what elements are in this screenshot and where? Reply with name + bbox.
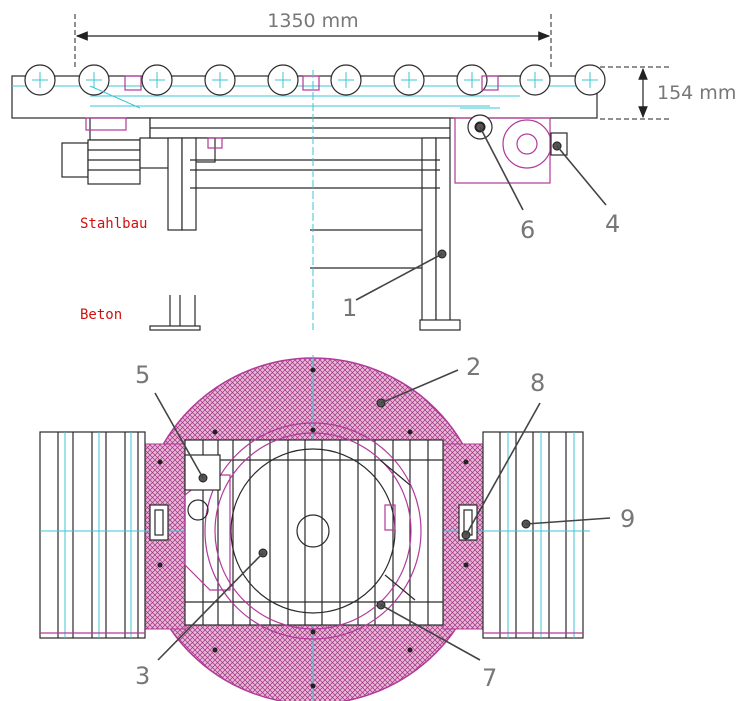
mounting-points (157, 367, 469, 689)
top-view: 5 2 8 9 3 7 (39, 353, 635, 701)
svg-text:8: 8 (530, 369, 545, 397)
callout-5: 5 (135, 361, 208, 483)
rotation-drive (454, 107, 568, 184)
callout-6: 6 (475, 122, 535, 244)
callout-8: 8 (461, 369, 545, 540)
svg-text:1: 1 (342, 294, 357, 322)
drive-motor (61, 117, 171, 185)
svg-text:2: 2 (466, 353, 481, 381)
callout-3: 3 (135, 548, 268, 690)
width-dimension: 1350 mm (74, 10, 552, 70)
steel-note: Stahlbau (80, 216, 147, 232)
width-label: 1350 mm (267, 10, 358, 32)
callout-9: 9 (521, 505, 635, 533)
svg-text:3: 3 (135, 662, 150, 690)
conveyor-frame (11, 75, 598, 119)
right-roller-conveyor (482, 431, 584, 639)
svg-text:9: 9 (620, 505, 635, 533)
svg-text:6: 6 (520, 216, 535, 244)
central-roller-section (184, 439, 444, 626)
callout-1: 1 (342, 249, 447, 322)
callout-4: 4 (552, 141, 620, 238)
svg-text:7: 7 (482, 664, 497, 692)
svg-text:5: 5 (135, 361, 150, 389)
roller-row (24, 64, 606, 96)
height-dimension: 154 mm (600, 66, 736, 120)
callout-2: 2 (376, 353, 481, 408)
left-roller-conveyor (39, 431, 146, 639)
svg-text:4: 4 (605, 210, 620, 238)
support-legs (149, 137, 461, 331)
side-view: 1350 mm 154 mm (11, 10, 736, 331)
callout-7: 7 (376, 600, 497, 692)
height-label: 154 mm (657, 82, 736, 104)
concrete-note: Beton (80, 307, 122, 323)
